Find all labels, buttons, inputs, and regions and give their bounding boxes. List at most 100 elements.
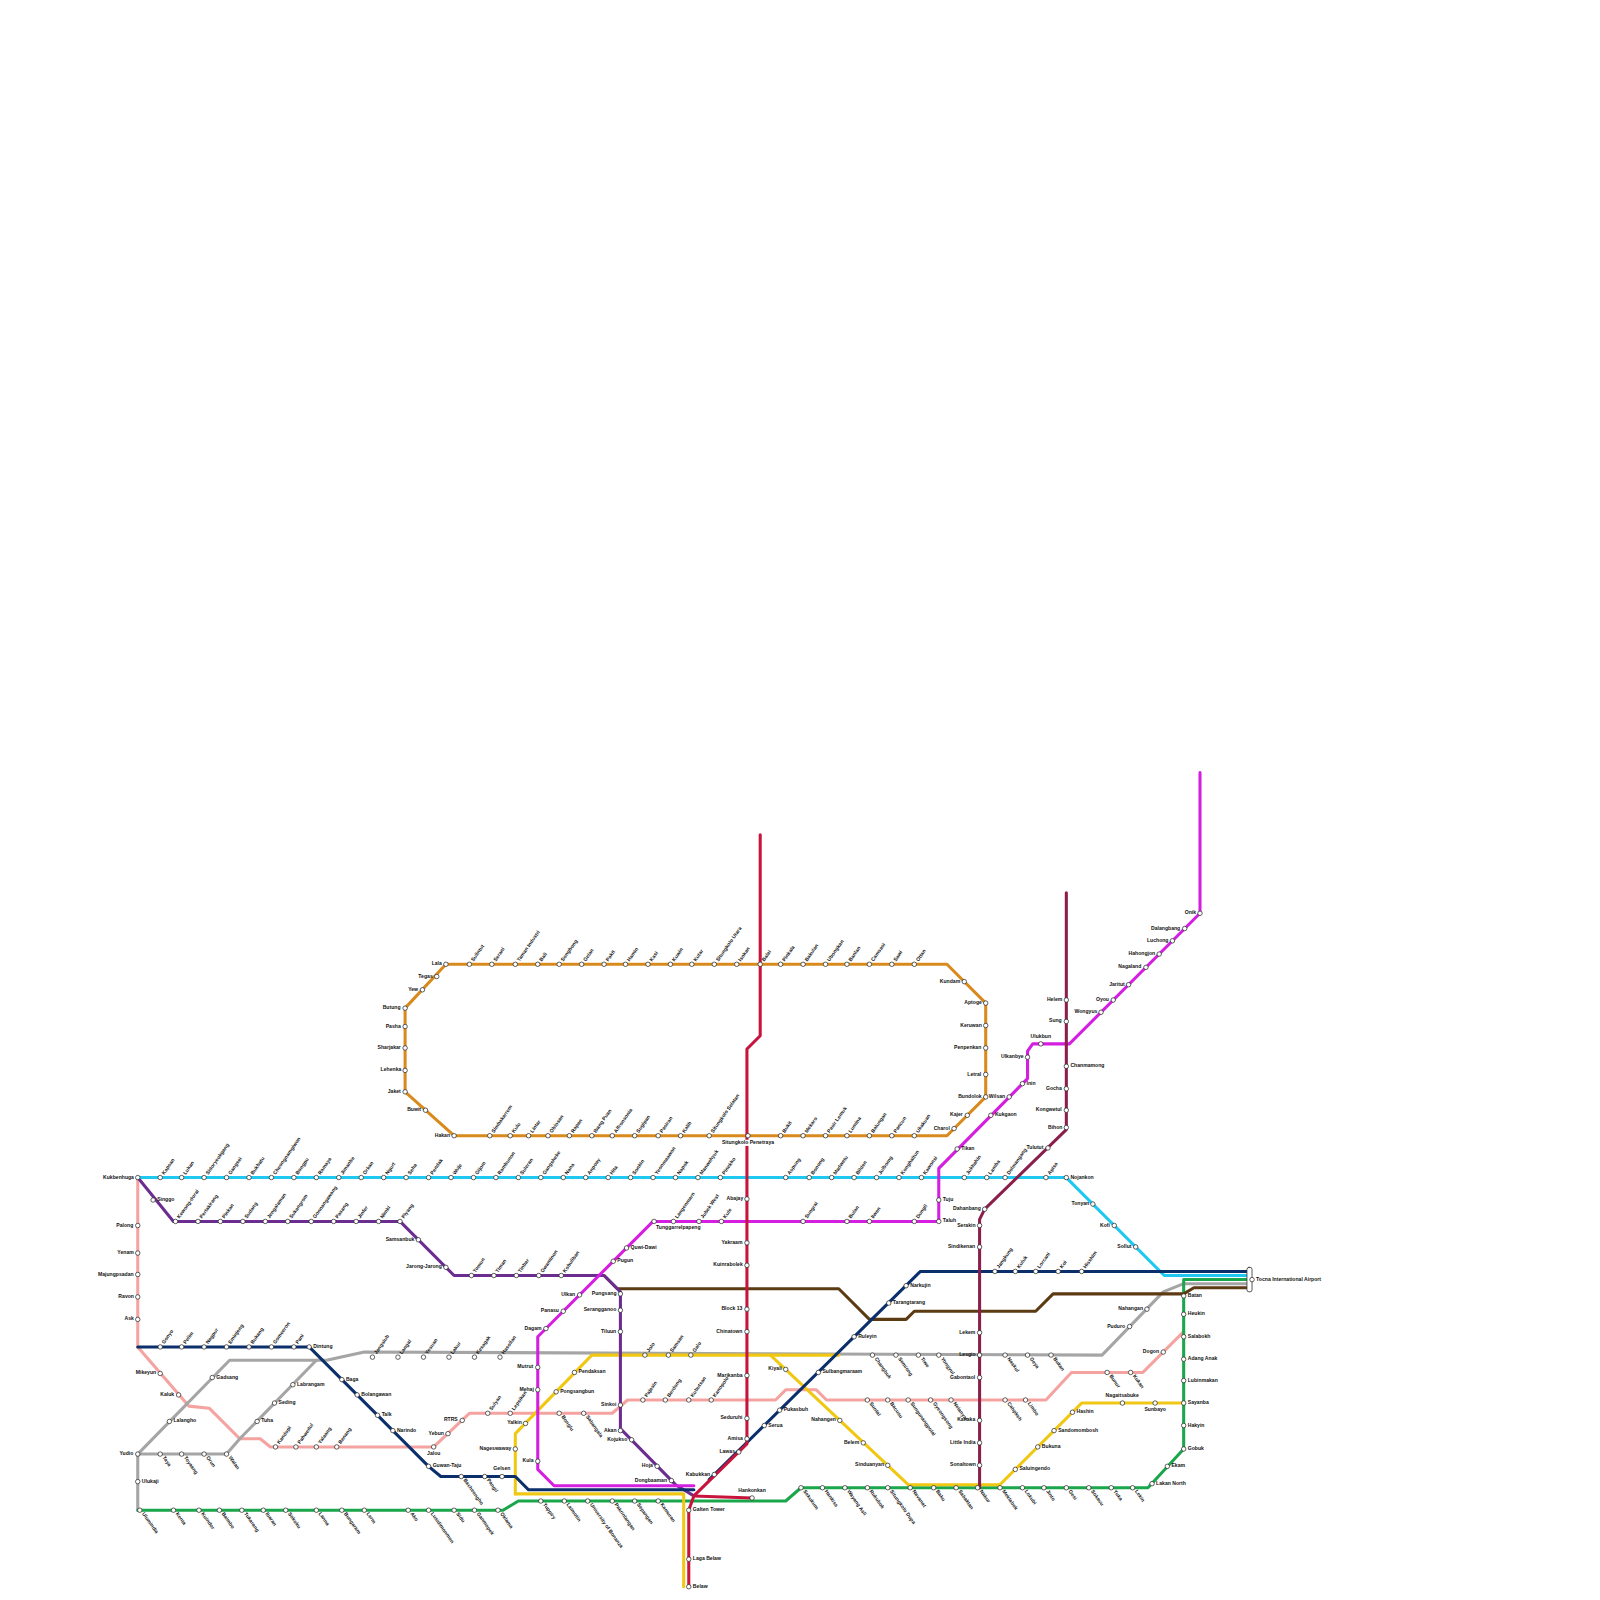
station-dot [610,1133,614,1137]
station-label: Jinto [1045,1489,1057,1502]
station-label: Balai [761,949,773,962]
station-label: Wilsan [989,1094,1005,1100]
station-dot [799,1486,803,1490]
station-label: Luchong [1147,938,1169,944]
station-label: Yebun [429,1431,444,1437]
station-label: Pukasbuh [784,1407,808,1413]
station-label: Yalaang [317,1426,333,1445]
station-dot [668,962,672,966]
station-label: Nageswaway [480,1446,512,1452]
station-label: Helem [1047,997,1062,1003]
station-dot [646,962,650,966]
station-label: Taman Industri [516,930,541,963]
station-dot [283,1508,287,1512]
station-dot [1128,1370,1132,1374]
station-dot [539,1175,543,1179]
station-dot [977,1223,981,1227]
station-dot [1150,1481,1154,1485]
station-label: Gonyo [161,1329,175,1345]
station-dot [269,1175,273,1179]
station-label: Toyaang [182,1455,198,1475]
station-dot [632,1499,636,1503]
station-label: Yongyul [940,1356,956,1375]
station-dot [606,1175,610,1179]
station-dot [845,962,849,966]
station-label: Tunggarrelpapeng [656,1224,700,1230]
station-label: Ulkan [561,1292,575,1298]
station-dot [718,1175,722,1179]
station-dot [745,1329,749,1333]
station-label: Benang [337,1427,352,1446]
station-dot [623,962,627,966]
station-label: Pajasin [644,1380,659,1398]
station-dot [536,1388,540,1392]
station-label: Hoja [642,1463,653,1469]
station-label: Ulumindia [141,1511,160,1534]
station-dot [292,1175,296,1179]
station-label: Seduruhi [720,1415,742,1421]
station-dot [590,1133,594,1137]
station-label: Gadsang [216,1374,238,1380]
station-label: Sinkoi [601,1402,616,1408]
station-dot [406,1508,410,1512]
station-dot [1079,1269,1083,1273]
station-dot [536,1365,540,1369]
station-label: Jaket [388,1089,401,1095]
station-label: Chinatown [716,1329,742,1335]
station-label: Belaw [693,1584,708,1590]
station-dot [689,1353,693,1357]
station-label: Lanna [317,1511,330,1527]
station-dot [567,1133,571,1137]
station-dot [762,1423,766,1427]
station-dot [707,1133,711,1137]
station-dot [611,1259,615,1263]
station-dot [1181,1312,1185,1316]
station-dot [247,1175,251,1179]
station-label: Tarangtarang [893,1300,925,1306]
station-label: Walan [227,1455,240,1470]
station-dot [610,1499,614,1503]
station-dot [962,979,966,983]
station-dot [874,1175,878,1179]
station-label: Buwit [407,1107,421,1113]
station-dot [734,962,738,966]
station-label: Chanmamong [1070,1063,1104,1069]
station-label: Cahpkeh [1006,1401,1023,1422]
station-dot [516,1175,520,1179]
station-dot [403,1006,407,1010]
station-label: Dolmangang [1006,1147,1028,1176]
station-dot [783,1175,787,1179]
station-label: Gomeeron [272,1321,291,1345]
station-label: Sugipan [635,1114,651,1134]
station-label: Piyang [401,1203,415,1220]
station-label: Bakulan [804,943,820,962]
station-label: Ibang Puan [593,1108,613,1134]
station-label: Hashin [1077,1409,1094,1415]
station-dot [656,1499,660,1503]
station-dot [758,962,762,966]
station-label: Baimbo [220,1511,235,1530]
station-dot [579,962,583,966]
station-label: Bundolok [958,1094,982,1100]
station-dot [1064,1125,1068,1129]
station-dot [687,1584,691,1588]
station-dot [381,1175,385,1179]
station-label: Palong [116,1222,133,1228]
station-dot [431,1445,435,1449]
station-label: Lesgio [959,1352,975,1358]
station-dot [176,1393,180,1397]
station-label: Kamuran [659,1502,676,1523]
station-label: Lerm [365,1511,377,1524]
station-label: Hamin [626,947,640,963]
station-dot [1170,939,1174,943]
station-dot [1126,982,1130,986]
station-label: Kofi [1100,1222,1110,1228]
station-dot [158,1175,162,1179]
station-label: Nahangen [811,1417,836,1423]
station-label: Tukarang [243,1511,261,1533]
station-dot [1112,1223,1116,1227]
station-dot [202,1345,206,1349]
station-label: Gyeongsong [931,1401,953,1430]
station-dot [314,1445,318,1449]
station-label: Dalangbang [1151,926,1180,932]
